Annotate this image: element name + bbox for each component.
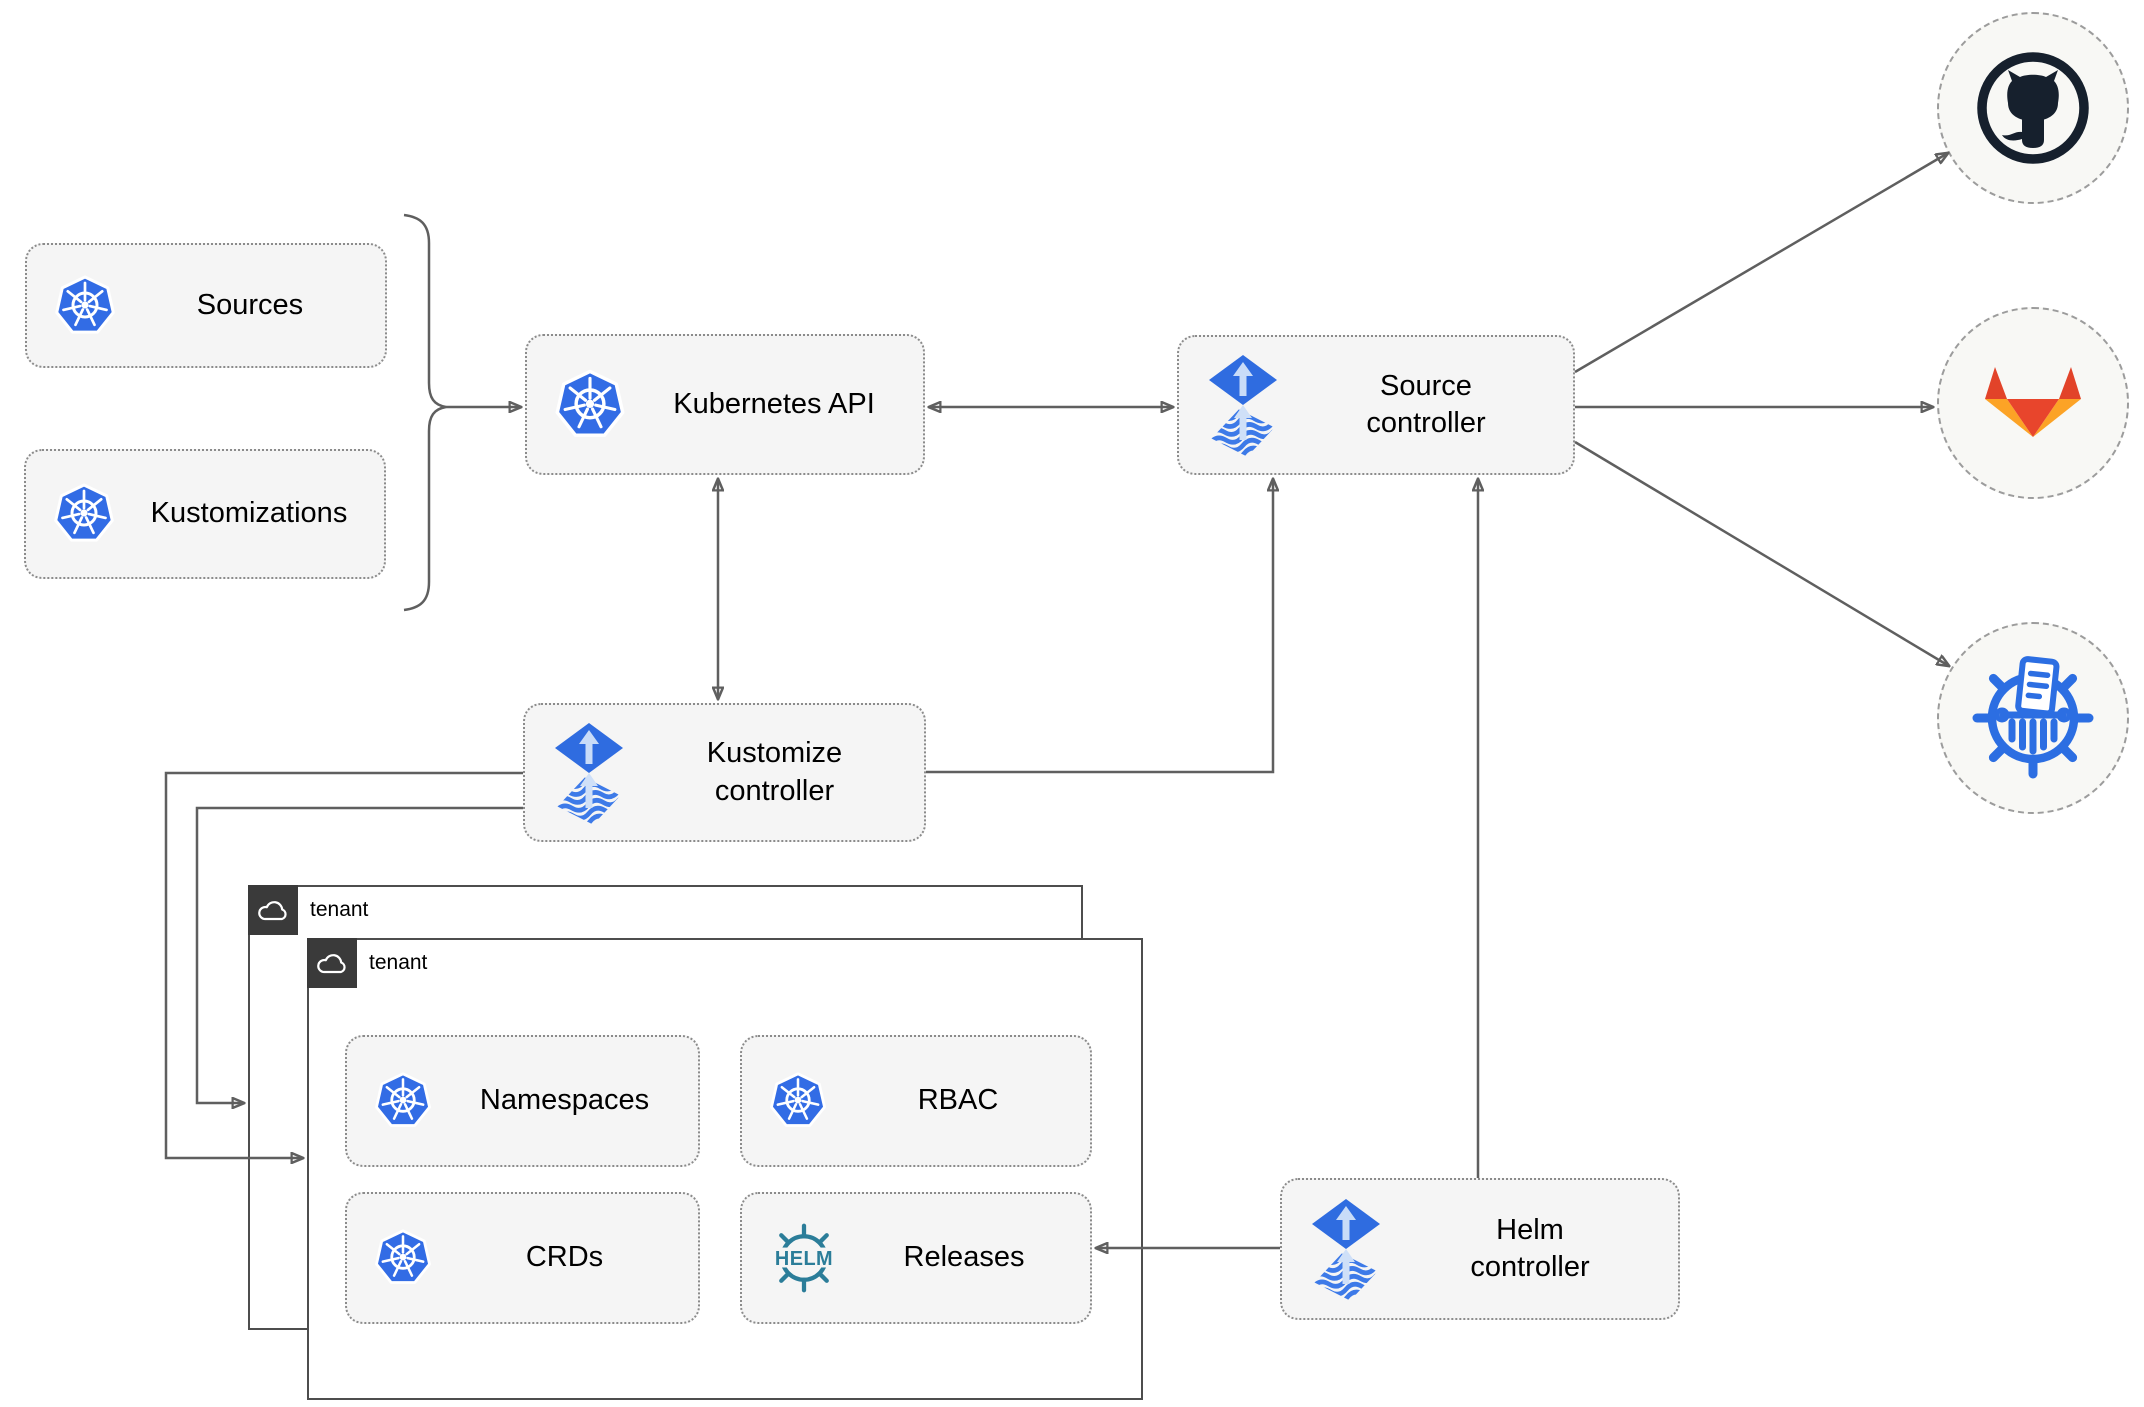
edge-source-to-github bbox=[1574, 153, 1948, 374]
edge-source-to-registry bbox=[1574, 440, 1949, 666]
sources-node: Sources bbox=[25, 243, 387, 368]
kustomizations-label: Kustomizations bbox=[150, 497, 348, 530]
kubernetes-api-label: Kubernetes API bbox=[673, 387, 875, 420]
sources-label: Sources bbox=[196, 288, 304, 321]
source-controller-node: Source controller bbox=[1177, 335, 1575, 475]
tenant-box-front: tenant bbox=[307, 938, 1143, 1400]
flux-icon bbox=[1308, 1197, 1384, 1301]
flux-icon bbox=[551, 721, 627, 825]
namespaces-node: Namespaces bbox=[345, 1035, 700, 1167]
github-icon bbox=[1968, 43, 2098, 173]
helm-wordmark: HELM bbox=[775, 1248, 833, 1270]
tenant-tag bbox=[248, 885, 298, 935]
registry-endpoint bbox=[1937, 622, 2129, 814]
source-controller-label: Source controller bbox=[1366, 369, 1486, 439]
group-bracket bbox=[403, 213, 447, 612]
github-endpoint bbox=[1937, 12, 2129, 204]
kustomizations-node: Kustomizations bbox=[24, 449, 386, 579]
tenant-label: tenant bbox=[310, 898, 369, 921]
kubernetes-icon bbox=[52, 482, 116, 546]
helm-controller-node: Helm controller bbox=[1280, 1178, 1680, 1320]
edge-kustomize-to-source bbox=[926, 479, 1273, 774]
tenant-label: tenant bbox=[369, 951, 428, 974]
gitlab-icon bbox=[1978, 353, 2088, 453]
gitlab-endpoint bbox=[1937, 307, 2129, 499]
tenant-tag bbox=[307, 938, 357, 988]
kubernetes-registry-icon bbox=[1963, 648, 2103, 788]
kustomize-controller-label: Kustomize controller bbox=[706, 737, 843, 807]
releases-label: Releases bbox=[903, 1241, 1025, 1274]
helm-icon: HELM bbox=[768, 1222, 840, 1294]
crds-node: CRDs bbox=[345, 1192, 700, 1324]
rbac-node: RBAC bbox=[740, 1035, 1092, 1167]
cloud-icon bbox=[314, 950, 350, 976]
rbac-label: RBAC bbox=[917, 1084, 999, 1117]
flux-icon bbox=[1205, 353, 1281, 457]
kubernetes-icon bbox=[553, 368, 627, 442]
kustomize-controller-node: Kustomize controller bbox=[523, 703, 926, 842]
kubernetes-icon bbox=[53, 274, 117, 338]
kubernetes-icon bbox=[373, 1228, 433, 1288]
kubernetes-api-node: Kubernetes API bbox=[525, 334, 925, 475]
kubernetes-icon bbox=[373, 1071, 433, 1131]
releases-node: HELM Releases bbox=[740, 1192, 1092, 1324]
kubernetes-icon bbox=[768, 1071, 828, 1131]
helm-controller-label: Helm controller bbox=[1470, 1213, 1590, 1283]
namespaces-label: Namespaces bbox=[479, 1084, 650, 1117]
cloud-icon bbox=[255, 897, 291, 923]
crds-label: CRDs bbox=[525, 1241, 604, 1274]
